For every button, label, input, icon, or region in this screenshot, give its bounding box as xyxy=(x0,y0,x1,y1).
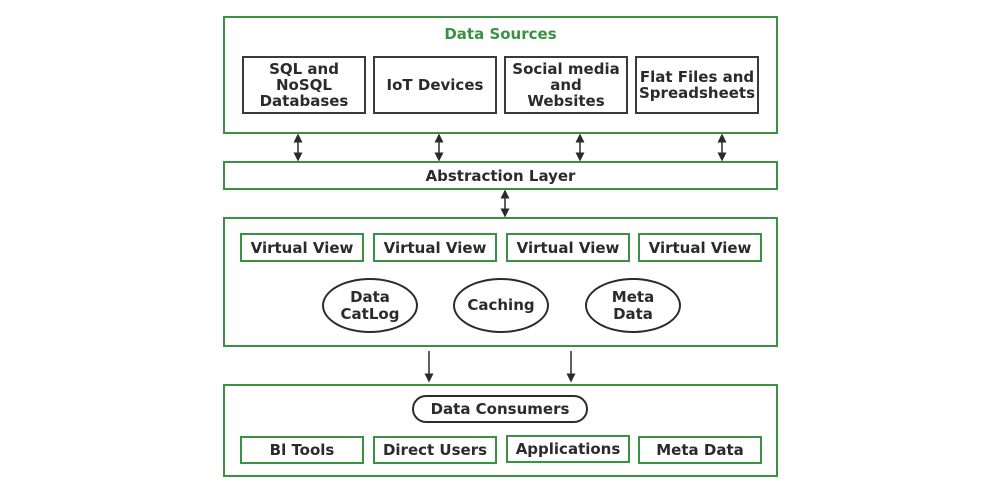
consumer-applications: Applications xyxy=(506,435,630,463)
source-sql-nosql: SQL and NoSQL Databases xyxy=(242,56,366,114)
source-flat-files: Flat Files and Spreadsheets xyxy=(635,56,759,114)
caching-oval: Caching xyxy=(453,278,549,333)
consumer-meta-data: Meta Data xyxy=(638,436,762,464)
virtual-view-2: Virtual View xyxy=(373,233,497,262)
virtual-view-4: Virtual View xyxy=(638,233,762,262)
virtual-view-1: Virtual View xyxy=(240,233,364,262)
meta-data-oval: Meta Data xyxy=(585,278,681,333)
data-consumers-pill: Data Consumers xyxy=(412,395,588,423)
virtual-view-3: Virtual View xyxy=(506,233,630,262)
consumer-bi-tools: Bl Tools xyxy=(240,436,364,464)
abstraction-layer: Abstraction Layer xyxy=(223,161,778,190)
data-catalog-oval: Data CatLog xyxy=(322,278,418,333)
data-sources-title: Data Sources xyxy=(444,25,557,43)
source-iot-devices: IoT Devices xyxy=(373,56,497,114)
abstraction-layer-label: Abstraction Layer xyxy=(425,166,576,185)
source-social-media: Social media and Websites xyxy=(504,56,628,114)
consumer-direct-users: Direct Users xyxy=(373,436,497,464)
